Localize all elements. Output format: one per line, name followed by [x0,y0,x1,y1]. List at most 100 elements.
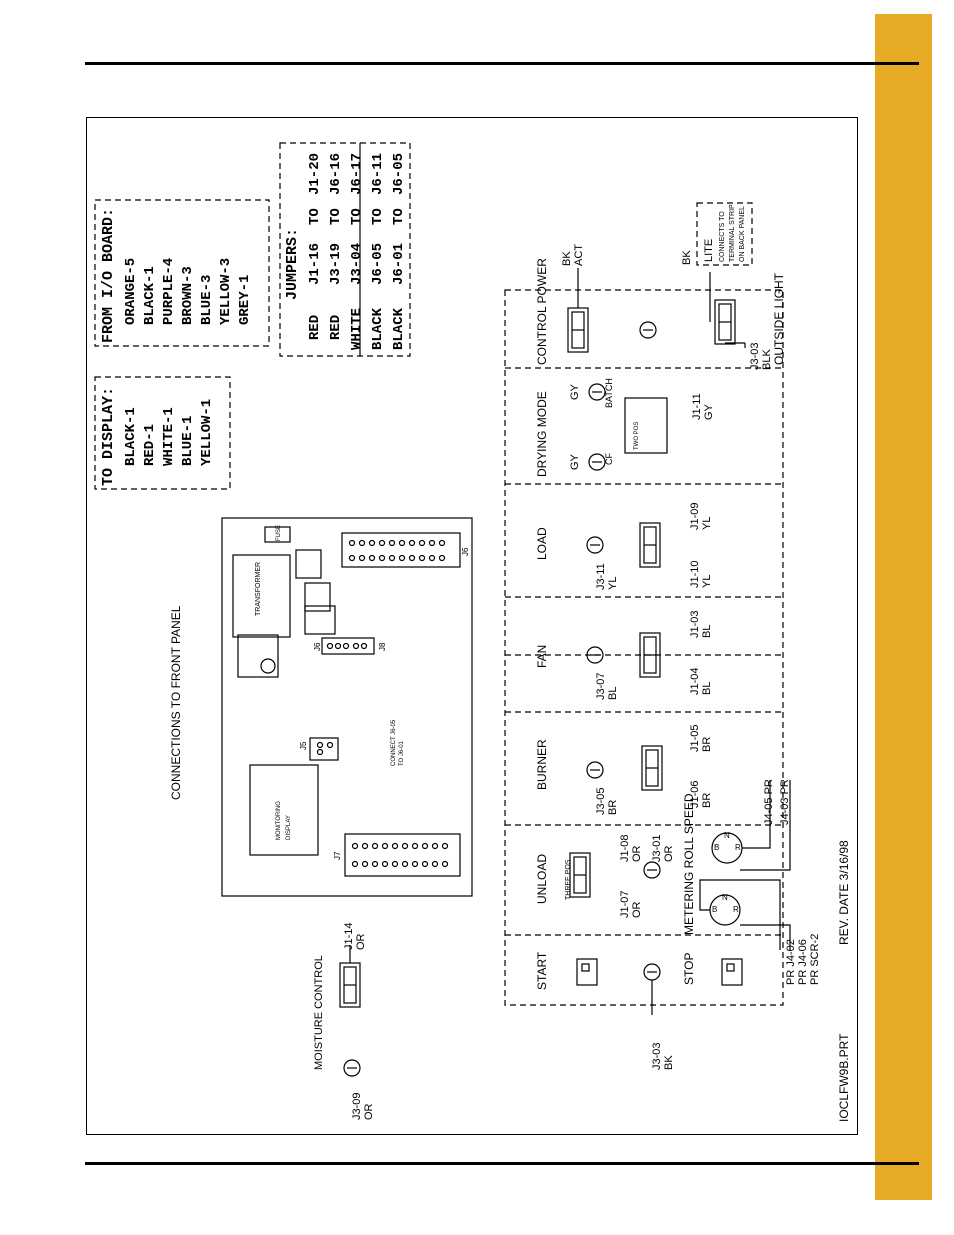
svg-text:J3-03: J3-03 [651,1042,663,1070]
svg-text:J1-11: J1-11 [691,393,703,420]
label-metering-roll-speed: METERING ROLL SPEED [682,793,696,935]
io-item: PURPLE-4 [161,258,177,325]
svg-text:OR: OR [355,933,367,950]
svg-text:J7: J7 [333,851,342,860]
svg-text:FUSE: FUSE [276,525,282,541]
label-moisture-control: MOISTURE CONTROL [313,955,325,1070]
svg-text:R: R [733,905,739,914]
svg-text:J3-19: J3-19 [328,243,344,285]
display-item: WHITE-1 [161,407,177,466]
svg-text:J1-14: J1-14 [343,922,355,950]
svg-text:TWO POS: TWO POS [634,422,640,450]
svg-text:OR: OR [631,845,643,862]
top-rule [85,62,919,65]
svg-text:J4-03 PR: J4-03 PR [779,779,791,825]
jumpers-box [279,142,411,357]
svg-text:J6-16: J6-16 [328,153,344,195]
svg-text:ACT: ACT [573,244,585,266]
io-item: GREY-1 [237,275,253,325]
svg-text:TO: TO [307,208,323,225]
switch-panel [504,289,784,1006]
svg-text:R: R [735,843,741,852]
svg-text:J8: J8 [378,642,387,651]
svg-text:TO: TO [370,208,386,225]
svg-text:BATCH: BATCH [604,378,614,408]
svg-text:THREE POS: THREE POS [565,859,572,900]
svg-text:PR J4-06: PR J4-06 [797,939,809,985]
io-item: BLUE-3 [199,275,215,325]
svg-text:J1-20: J1-20 [307,153,323,195]
io-title: FROM I/O BOARD: [100,208,117,343]
section-tab [875,14,932,1200]
svg-text:J6: J6 [461,547,470,556]
svg-text:B: B [714,843,719,852]
svg-text:BR: BR [607,800,619,815]
label-burner: BURNER [535,739,549,790]
svg-text:J3-04: J3-04 [349,243,365,285]
svg-text:OR: OR [663,845,675,862]
display-title: TO DISPLAY: [100,387,117,486]
svg-text:N: N [722,893,728,902]
svg-text:J1-04: J1-04 [689,667,701,695]
svg-text:CF: CF [604,453,614,465]
svg-text:N: N [724,831,730,840]
svg-text:GY: GY [569,453,581,470]
svg-text:BK: BK [561,251,573,266]
io-item: BLACK-1 [142,266,158,325]
svg-text:MONITORING: MONITORING [276,801,282,840]
svg-text:BK: BK [681,250,693,265]
svg-text:J3-11: J3-11 [595,563,607,590]
svg-text:J6-17: J6-17 [349,153,365,195]
svg-text:PR SCR-2: PR SCR-2 [809,934,821,985]
svg-text:J6-01: J6-01 [391,243,407,285]
svg-text:J6-05: J6-05 [370,243,386,285]
label-unload: UNLOAD [535,854,549,904]
circuit-board [221,517,473,897]
io-item: ORANGE-5 [123,258,139,325]
label-start: START [535,951,549,990]
svg-text:J4-05 PR: J4-05 PR [763,779,775,825]
display-item: RED-1 [142,424,158,466]
svg-text:TO: TO [391,208,407,225]
svg-text:YL: YL [701,575,713,588]
svg-text:TO J6-01: TO J6-01 [399,740,405,766]
svg-text:J3-05: J3-05 [595,787,607,815]
svg-text:YL: YL [701,517,713,530]
svg-text:J3-01: J3-01 [651,834,663,862]
svg-text:BLACK: BLACK [391,307,407,350]
label-fan: FAN [535,645,549,668]
svg-text:TO: TO [349,208,365,225]
svg-text:BLACK: BLACK [370,307,386,350]
connector-j7 [344,833,461,877]
svg-text:J3-07: J3-07 [595,672,607,700]
svg-text:J1-16: J1-16 [307,243,323,285]
svg-text:BLK: BLK [761,349,773,370]
label-drying-mode: DRYING MODE [535,391,549,477]
svg-text:BK: BK [663,1055,675,1070]
svg-text:TERMINAL STRIP: TERMINAL STRIP [729,204,736,262]
io-item: YELLOW-3 [218,258,234,325]
label-outside-light: OUTSIDE LIGHT [772,272,786,365]
svg-text:J3-09: J3-09 [351,1092,363,1120]
display-item: BLACK-1 [123,407,139,466]
fuse [264,526,291,543]
svg-text:DISPLAY: DISPLAY [286,815,292,840]
control-power-lamp [639,321,657,339]
monitoring-display [249,764,319,856]
svg-text:J1-05: J1-05 [689,724,701,752]
transformer [232,554,291,638]
connector-j6 [341,532,461,568]
svg-text:ON BACK PANEL: ON BACK PANEL [739,206,746,262]
svg-text:J6-11: J6-11 [370,153,386,195]
svg-text:TO: TO [328,208,344,225]
svg-text:B: B [712,905,717,914]
svg-text:J6-05: J6-05 [391,153,407,195]
display-item: YELLOW-1 [199,399,215,466]
svg-text:TRANSFORMER: TRANSFORMER [255,562,262,616]
diagram-frame [86,117,858,1135]
svg-text:J1-10: J1-10 [689,560,701,588]
svg-text:GY: GY [703,403,715,420]
svg-text:RED: RED [307,315,323,340]
bottom-rule [85,1162,919,1165]
